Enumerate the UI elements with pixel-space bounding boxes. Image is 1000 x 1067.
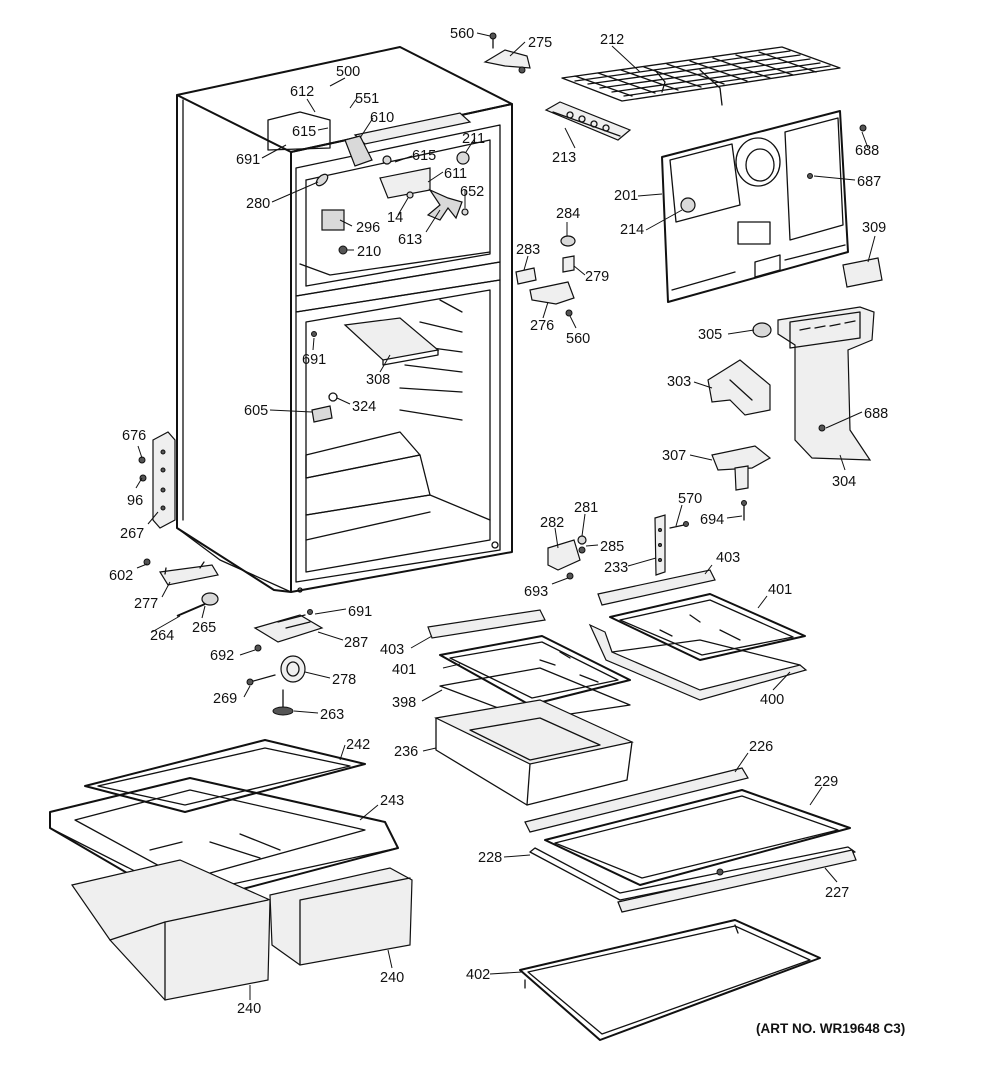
part-label: 210 (357, 244, 381, 260)
part-label: 264 (150, 628, 174, 644)
part-label: 240 (380, 970, 404, 986)
part-label: 687 (857, 174, 881, 190)
part-label: 398 (392, 695, 416, 711)
part-label: 243 (380, 793, 404, 809)
part-label: 269 (213, 691, 237, 707)
part-label: 403 (380, 642, 404, 658)
part-label: 280 (246, 196, 270, 212)
part-label: 308 (366, 372, 390, 388)
part-label: 212 (600, 32, 624, 48)
part-label: 611 (444, 166, 467, 182)
part-label: 402 (466, 967, 490, 983)
part-label: 691 (302, 352, 326, 368)
part-label: 309 (862, 220, 886, 236)
part-label: 236 (394, 744, 418, 760)
part-label: 692 (210, 648, 234, 664)
part-label: 267 (120, 526, 144, 542)
part-label: 284 (556, 206, 580, 222)
crisper-assembly (49, 739, 413, 1001)
part-label: 281 (574, 500, 598, 516)
part-label: 688 (864, 406, 888, 422)
part-label: 652 (460, 184, 484, 200)
part-label: 211 (462, 131, 485, 147)
part-label: 615 (292, 124, 316, 140)
part-label: 303 (667, 374, 691, 390)
part-label: 560 (450, 26, 474, 42)
glass-shelves (427, 569, 808, 806)
part-label: 403 (716, 550, 740, 566)
part-label: 307 (662, 448, 686, 464)
part-label: 691 (236, 152, 260, 168)
part-label: 285 (600, 539, 624, 555)
part-label: 400 (760, 692, 784, 708)
top-right-parts (483, 32, 883, 491)
part-label: 560 (566, 331, 590, 347)
air-duct (777, 306, 875, 461)
part-label: 242 (346, 737, 370, 753)
wire-shelf (561, 46, 841, 106)
part-labels: 560 275 212 500 612 551 610 213 688 211 … (109, 26, 905, 1036)
part-label: 282 (540, 515, 564, 531)
part-label: 287 (344, 635, 368, 651)
part-label: 610 (370, 110, 394, 126)
part-label: 676 (122, 428, 146, 444)
part-label: 401 (392, 662, 416, 678)
part-label: 275 (528, 35, 552, 51)
part-label: 691 (348, 604, 372, 620)
part-label: 279 (585, 269, 609, 285)
part-label: 693 (524, 584, 548, 600)
evaporator-cover (661, 110, 849, 303)
part-label: 226 (749, 739, 773, 755)
art-number: (ART NO. WR19648 C3) (756, 1021, 905, 1036)
part-label: 278 (332, 672, 356, 688)
part-label: 276 (530, 318, 554, 334)
part-label: 500 (336, 64, 360, 80)
part-label: 615 (412, 148, 436, 164)
part-label: 401 (768, 582, 792, 598)
part-label: 96 (127, 493, 143, 509)
part-label: 233 (604, 560, 628, 576)
part-label: 277 (134, 596, 158, 612)
part-label: 570 (678, 491, 702, 507)
part-label: 214 (620, 222, 644, 238)
part-label: 229 (814, 774, 838, 790)
part-label: 304 (832, 474, 856, 490)
part-label: 694 (700, 512, 724, 528)
part-label: 228 (478, 850, 502, 866)
part-label: 227 (825, 885, 849, 901)
part-label: 551 (355, 91, 379, 107)
part-label: 612 (290, 84, 314, 100)
part-label: 296 (356, 220, 380, 236)
part-label: 14 (387, 210, 403, 226)
part-label: 263 (320, 707, 344, 723)
part-label: 613 (398, 232, 422, 248)
part-label: 240 (237, 1001, 261, 1017)
part-label: 605 (244, 403, 268, 419)
part-label: 265 (192, 620, 216, 636)
part-label: 688 (855, 143, 879, 159)
leader-lines (135, 32, 876, 1000)
part-label: 201 (614, 188, 638, 204)
refrigerator-cabinet (176, 46, 513, 593)
part-label: 324 (352, 399, 376, 415)
part-label: 305 (698, 327, 722, 343)
crisper-cover-shelf (519, 767, 857, 1041)
mid-hardware (547, 500, 747, 580)
part-label: 213 (552, 150, 576, 166)
hinge-hardware-left (138, 431, 324, 716)
part-label: 283 (516, 242, 540, 258)
part-label: 602 (109, 568, 133, 584)
